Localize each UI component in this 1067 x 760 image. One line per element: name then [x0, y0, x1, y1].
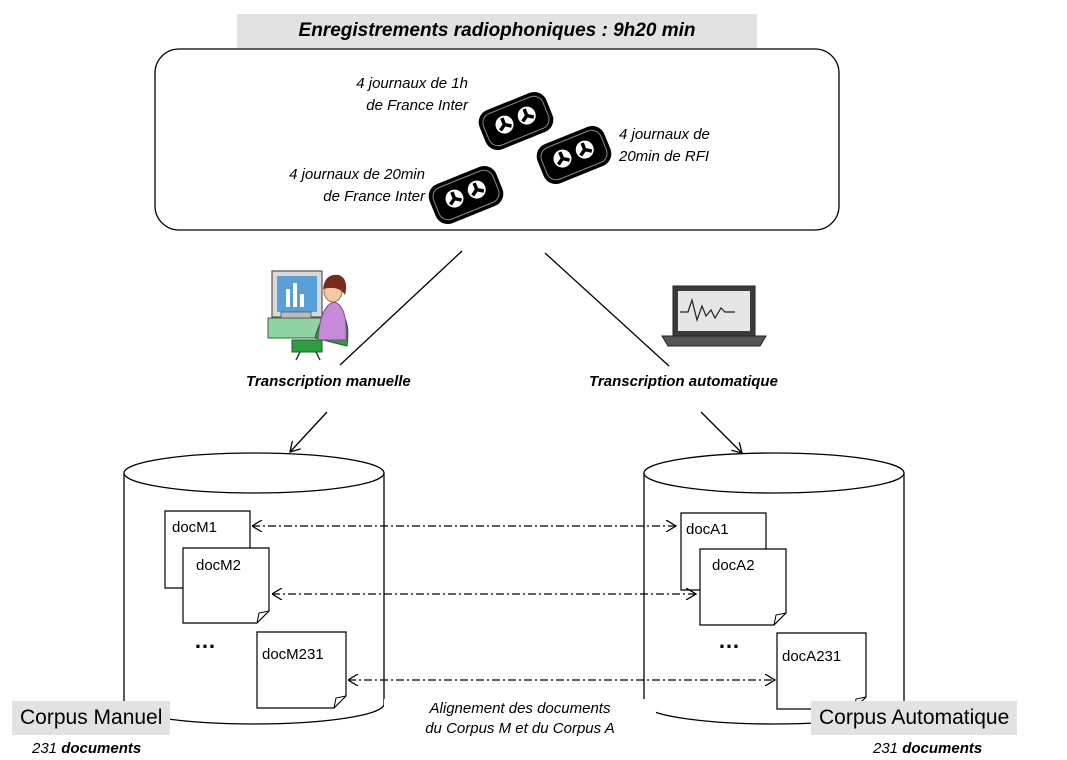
person-at-computer-icon — [267, 270, 349, 361]
source-label-line: 20min de RFI — [619, 148, 710, 165]
source-label-line: 4 journaux de 20min — [289, 166, 425, 183]
automatic-branch-line — [544, 252, 670, 367]
count-number: 231 — [873, 740, 899, 757]
doc-label: docA1 — [686, 521, 729, 538]
count-word: documents — [61, 740, 142, 757]
doc-label: docM1 — [172, 519, 218, 536]
laptop-icon — [661, 285, 767, 347]
corpus-manual-count: 231 documents — [32, 740, 141, 757]
doc-label: docM2 — [196, 557, 242, 574]
automatic-arrow — [700, 411, 742, 453]
corpus-manual-name: Corpus Manuel — [12, 701, 171, 735]
document-shape — [182, 547, 270, 624]
alignment-label-line: Alignement des documents — [429, 700, 611, 717]
corpus-auto-count: 231 documents — [873, 740, 982, 757]
alignment-label-line: du Corpus M et du Corpus A — [425, 720, 615, 737]
alignment-label: Alignement des documents du Corpus M et … — [384, 699, 656, 739]
diagram-title: Enregistrements radiophoniques : 9h20 mi… — [237, 14, 757, 48]
corpus-auto-name: Corpus Automatique — [811, 701, 1018, 735]
source-label-fi-20min: 4 journaux de 20min de France Inter — [220, 164, 425, 208]
ellipsis: … — [718, 628, 741, 653]
document-shape — [256, 631, 347, 709]
automatic-transcription-label: Transcription automatique — [589, 373, 778, 390]
document-shape — [776, 632, 867, 710]
doc-label: docM231 — [262, 646, 324, 663]
doc-label: docA231 — [782, 648, 842, 665]
source-label-line: 4 journaux de — [619, 126, 710, 143]
source-label-line: 4 journaux de 1h — [356, 75, 468, 92]
source-label-line: de France Inter — [366, 97, 468, 114]
source-label-fi-1h: 4 journaux de 1h de France Inter — [300, 73, 468, 117]
doc-label: docA2 — [712, 557, 755, 574]
ellipsis: … — [194, 628, 217, 653]
manual-transcription-label: Transcription manuelle — [246, 373, 411, 390]
manual-arrow — [290, 411, 328, 452]
document-shape — [699, 548, 787, 626]
count-number: 231 — [32, 740, 58, 757]
count-word: documents — [902, 740, 983, 757]
manual-branch-line — [339, 250, 463, 366]
source-label-rfi: 4 journaux de 20min de RFI — [619, 124, 710, 168]
source-label-line: de France Inter — [323, 188, 425, 205]
